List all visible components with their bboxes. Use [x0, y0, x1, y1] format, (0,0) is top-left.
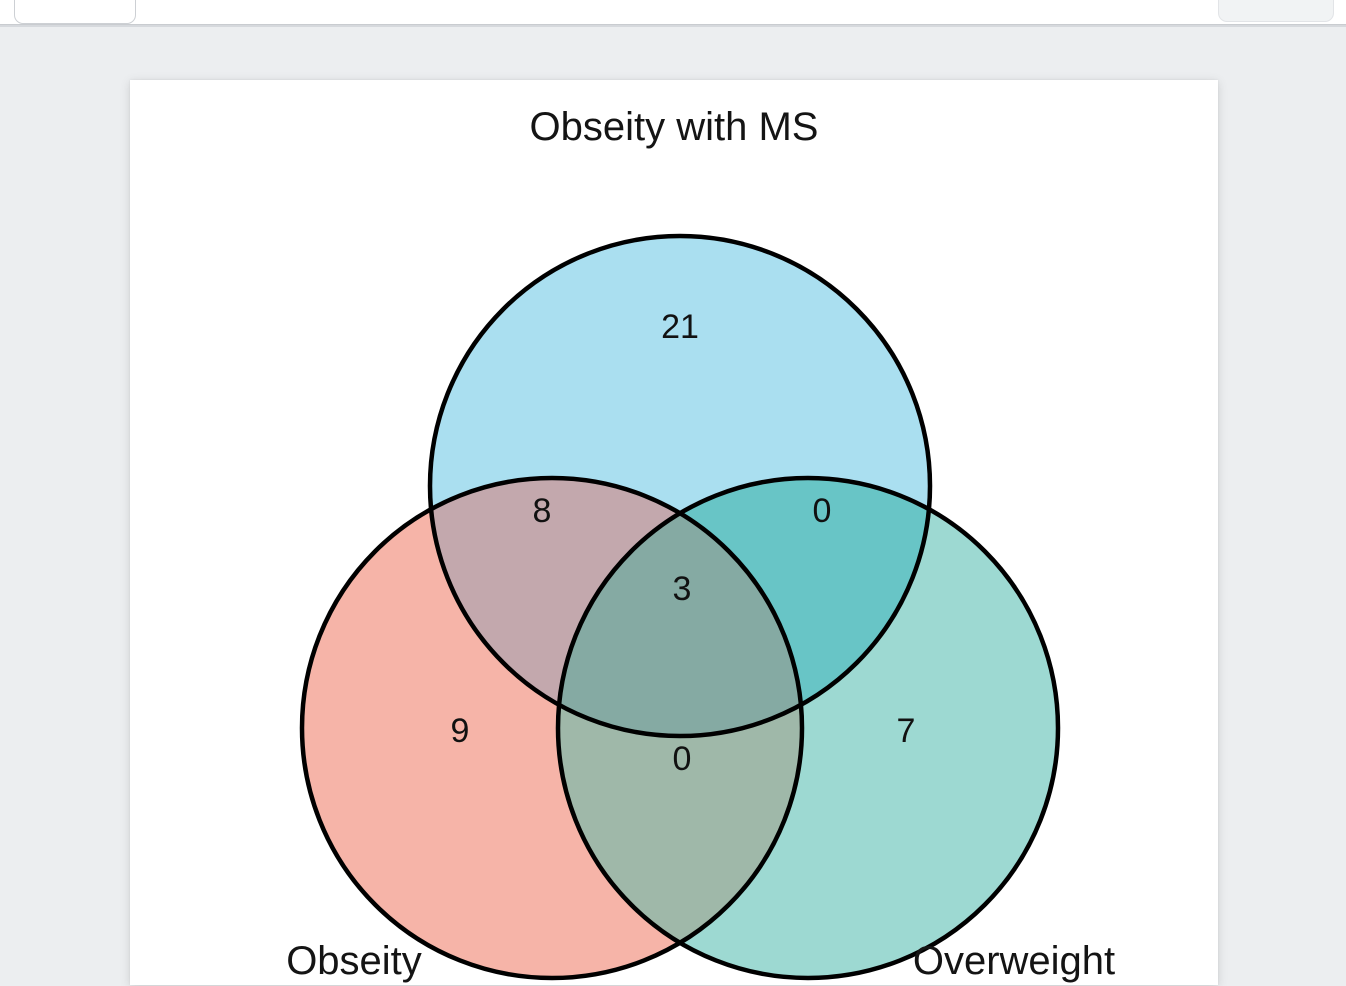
- venn-count-left-only: 9: [451, 712, 470, 750]
- venn-count-top-only: 21: [661, 308, 699, 346]
- venn-circle-left-outline: [299, 475, 805, 981]
- browser-tab[interactable]: [14, 0, 136, 24]
- venn-label-right: Overweight: [913, 939, 1115, 983]
- page-body: Obseity with MS: [0, 27, 1346, 986]
- browser-tab-secondary[interactable]: [1218, 0, 1334, 22]
- chrome-divider: [0, 25, 1346, 27]
- venn-circle-right-outline: [555, 475, 1061, 981]
- venn-overlap-all-three: [558, 478, 802, 736]
- venn-diagram: Obseity with MS: [286, 105, 1115, 983]
- venn-count-top-left: 8: [533, 492, 552, 530]
- browser-chrome-strip: [0, 0, 1346, 25]
- venn-figure-card: Obseity with MS: [130, 80, 1218, 985]
- venn-circle-top-outline: [427, 233, 933, 739]
- venn-label-left: Obseity: [286, 939, 422, 983]
- venn-count-top-right: 0: [813, 492, 832, 530]
- venn-count-right-only: 7: [897, 712, 916, 750]
- venn-count-all-three: 3: [673, 570, 692, 608]
- venn-count-left-right: 0: [673, 740, 692, 778]
- venn-title: Obseity with MS: [530, 105, 819, 149]
